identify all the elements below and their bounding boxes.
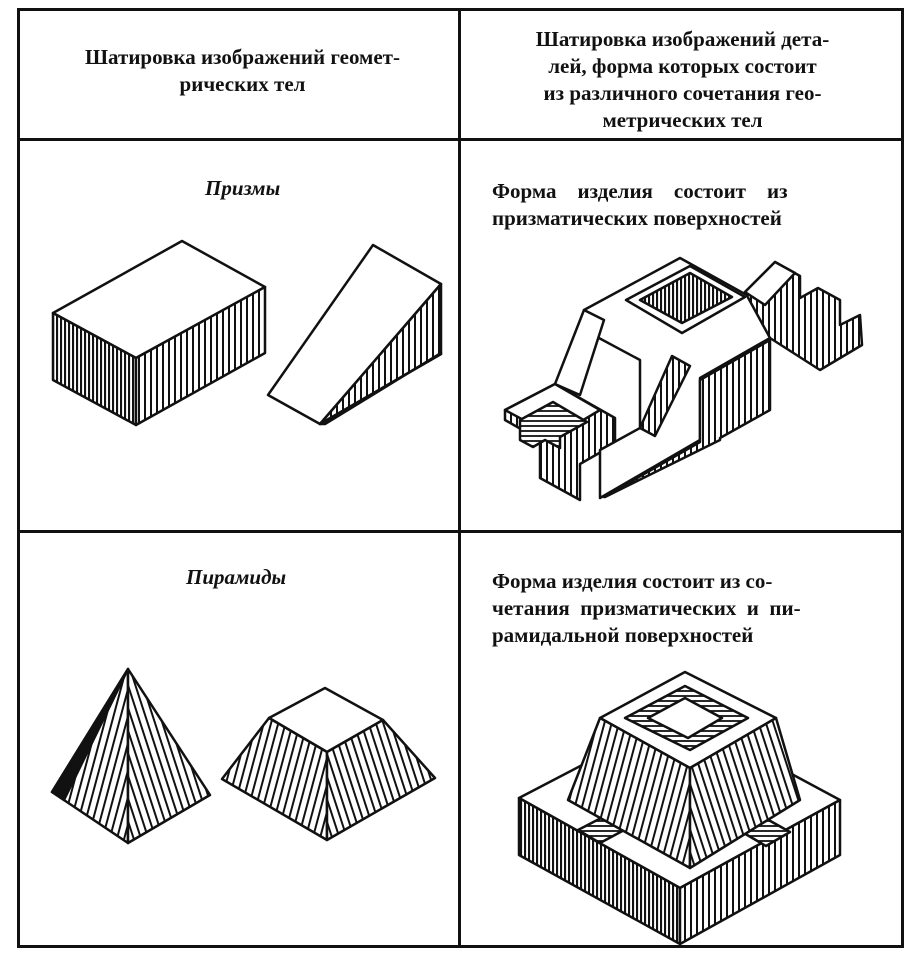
- combined-pyramid-right: [688, 716, 802, 870]
- header-left-line-2: рических тел: [179, 72, 306, 96]
- box-prism-drawing: [51, 239, 267, 427]
- column-divider: [458, 8, 461, 948]
- wedge-prism-drawing: [266, 243, 443, 426]
- description-prisms-line-1: Форма изделия состоит из: [492, 179, 788, 203]
- header-divider: [17, 138, 904, 141]
- combined-part-drawing: [517, 670, 842, 946]
- description-combined-line-1: Форма изделия состоит из со-: [492, 569, 773, 593]
- prismatic-part-drawing: [503, 256, 864, 502]
- part-support-right: [638, 354, 692, 438]
- pyramid-drawing: [50, 667, 212, 845]
- description-combined: Форма изделия состоит из со- четания при…: [492, 568, 887, 649]
- wedge-bottom-edge: [318, 351, 443, 426]
- row-divider: [17, 530, 904, 533]
- part-body-side: [602, 338, 772, 499]
- part-window: [638, 271, 734, 325]
- description-prisms: Форма изделия состоит из призматических …: [492, 178, 864, 232]
- pyramid-shadow-edge: [50, 667, 130, 802]
- header-right-line-1: Шатировка изображений дета-: [535, 27, 830, 51]
- frustum-drawing: [220, 686, 437, 842]
- box-side-face: [134, 285, 267, 427]
- description-prisms-line-2: призматических поверхностей: [492, 206, 782, 230]
- caption-pyramids: Пирамиды: [186, 565, 287, 589]
- header-left: Шатировка изображений геомет- рических т…: [30, 44, 455, 98]
- part-step-top: [743, 260, 797, 307]
- pyramid-right-face: [126, 667, 212, 845]
- header-right-line-4: метрических тел: [602, 108, 763, 132]
- header-right-line-3: из различного сочетания гео-: [543, 81, 822, 105]
- part-support-left: [553, 308, 606, 397]
- part-slot: [518, 400, 589, 450]
- header-right-line-2: лей, форма которых состоит: [548, 54, 817, 78]
- header-right: Шатировка изображений дета- лей, форма к…: [470, 26, 895, 134]
- description-combined-line-3: рамидальной поверхностей: [492, 623, 754, 647]
- frustum-right-face: [325, 718, 437, 842]
- description-combined-line-2: четания призматических и пи-: [492, 596, 801, 620]
- header-left-line-1: Шатировка изображений геомет-: [85, 45, 400, 69]
- caption-prisms: Призмы: [205, 176, 281, 200]
- combined-recess-inner: [646, 696, 724, 740]
